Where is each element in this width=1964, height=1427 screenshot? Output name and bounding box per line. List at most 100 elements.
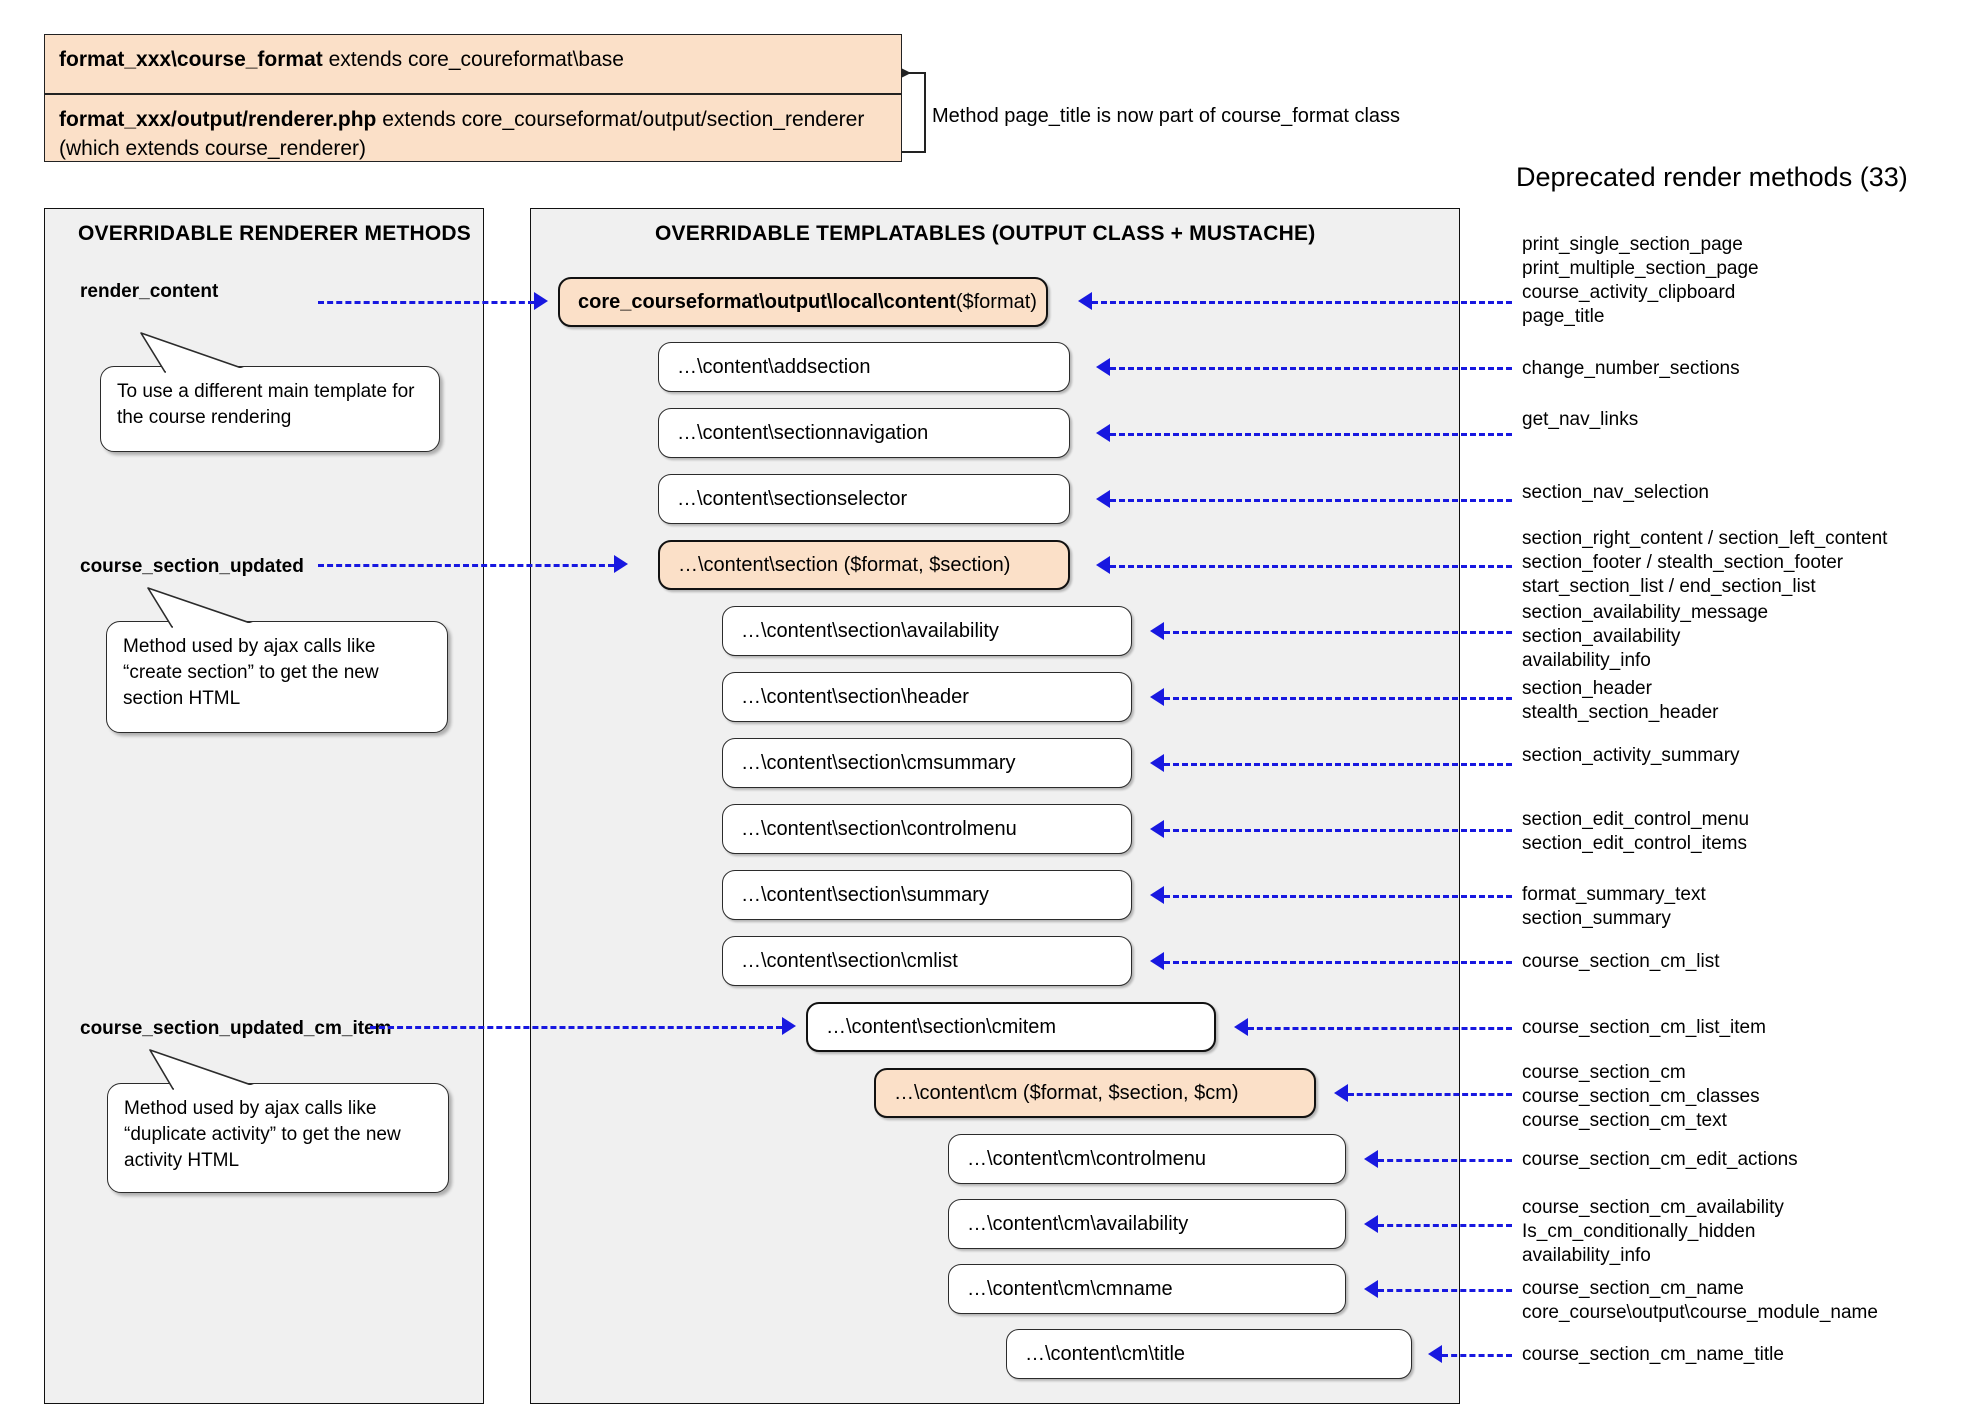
class-extends-box: format_xxx\course_format extends core_co…	[44, 34, 902, 94]
method-course-section-updated: course_section_updated	[80, 556, 304, 577]
dep-line: section_summary	[1522, 908, 1671, 929]
tbox-sectionselector-label: …\content\sectionselector	[677, 487, 908, 510]
renderer-box-bold: format_xxx/output/renderer.php	[59, 108, 377, 131]
dep-arrow-g2	[1096, 358, 1110, 376]
dep-group-g1: print_single_section_page print_multiple…	[1522, 233, 1759, 329]
tbox-section-cmlist-label: …\content\section\cmlist	[741, 949, 958, 972]
tbox-section-cmlist[interactable]: …\content\section\cmlist	[722, 936, 1132, 986]
tbox-cm-availability[interactable]: …\content\cm\availability	[948, 1199, 1346, 1249]
dep-line-g12	[1248, 1027, 1512, 1030]
dep-line: course_section_cm_availability	[1522, 1197, 1784, 1218]
dep-line-g1	[1092, 301, 1512, 304]
renderer-methods-panel-title: OVERRIDABLE RENDERER METHODS	[78, 222, 471, 245]
dep-arrow-g12	[1234, 1018, 1248, 1036]
dep-group-g15: course_section_cm_availability Is_cm_con…	[1522, 1196, 1784, 1268]
dep-line-g14	[1378, 1159, 1512, 1162]
dep-arrow-g11	[1150, 952, 1164, 970]
dep-group-g2: change_number_sections	[1522, 357, 1740, 381]
dep-line-g2	[1110, 367, 1512, 370]
tbox-cm-cmname[interactable]: …\content\cm\cmname	[948, 1264, 1346, 1314]
connector-render-content	[318, 301, 534, 304]
dep-line: section_activity_summary	[1522, 745, 1740, 766]
dep-line: course_section_cm_list	[1522, 951, 1720, 972]
dep-arrow-g4	[1096, 490, 1110, 508]
tbox-content-rest: ($format)	[955, 290, 1037, 313]
connector-cm-item-arrow	[782, 1017, 796, 1035]
tbox-cm-title-label: …\content\cm\title	[1025, 1342, 1186, 1365]
dep-group-g10: format_summary_text section_summary	[1522, 883, 1706, 931]
dep-line: section_footer / stealth_section_footer	[1522, 552, 1844, 573]
class-box-bold: format_xxx\course_format	[59, 48, 323, 71]
callout-course-section-updated-text: Method used by ajax calls like “create s…	[123, 636, 379, 709]
dep-line-g13	[1348, 1093, 1512, 1096]
tbox-cm[interactable]: …\content\cm ($format, $section, $cm)	[874, 1068, 1316, 1118]
tbox-section-controlmenu[interactable]: …\content\section\controlmenu	[722, 804, 1132, 854]
dep-line: section_edit_control_menu	[1522, 809, 1750, 830]
callout-render-content: To use a different main template for the…	[100, 366, 440, 452]
method-course-section-updated-cm-item: course_section_updated_cm_item	[80, 1018, 392, 1039]
tbox-section-header[interactable]: …\content\section\header	[722, 672, 1132, 722]
tbox-section-label: …\content\section ($format, $section)	[678, 553, 1011, 576]
connector-render-content-arrow	[534, 292, 548, 310]
tbox-section-availability[interactable]: …\content\section\availability	[722, 606, 1132, 656]
dep-group-g12: course_section_cm_list_item	[1522, 1016, 1766, 1040]
dep-arrow-g13	[1334, 1084, 1348, 1102]
tbox-section-cmsummary[interactable]: …\content\section\cmsummary	[722, 738, 1132, 788]
dep-line: course_section_cm	[1522, 1062, 1686, 1083]
dep-line: section_edit_control_items	[1522, 833, 1747, 854]
callout-course-section-updated-cm-item: Method used by ajax calls like “duplicat…	[107, 1083, 449, 1193]
dep-line: core_course\output\course_module_name	[1522, 1302, 1878, 1323]
dep-line: change_number_sections	[1522, 358, 1740, 379]
page-title-note: Method page_title is now part of course_…	[932, 105, 1401, 127]
tbox-sectionselector[interactable]: …\content\sectionselector	[658, 474, 1070, 524]
dep-group-g16: course_section_cm_name core_course\outpu…	[1522, 1277, 1878, 1325]
dep-group-g7: section_header stealth_section_header	[1522, 677, 1718, 725]
dep-line: start_section_list / end_section_list	[1522, 576, 1816, 597]
tbox-sectionnavigation[interactable]: …\content\sectionnavigation	[658, 408, 1070, 458]
dep-group-g11: course_section_cm_list	[1522, 950, 1719, 974]
templatables-panel-title: OVERRIDABLE TEMPLATABLES (OUTPUT CLASS +…	[655, 222, 1316, 245]
dep-arrow-g5	[1096, 556, 1110, 574]
renderer-box-rest: extends core_courseformat/output/section…	[59, 108, 865, 160]
dep-line-g9	[1164, 829, 1512, 832]
tbox-cm-controlmenu[interactable]: …\content\cm\controlmenu	[948, 1134, 1346, 1184]
tbox-section-cmitem[interactable]: …\content\section\cmitem	[806, 1002, 1216, 1052]
dep-line: course_section_cm_list_item	[1522, 1017, 1766, 1038]
tbox-section-summary[interactable]: …\content\section\summary	[722, 870, 1132, 920]
dep-line: print_single_section_page	[1522, 234, 1743, 255]
deprecated-methods-title: Deprecated render methods (33)	[1516, 162, 1908, 192]
dep-line: availability_info	[1522, 1245, 1651, 1266]
dep-arrow-g17	[1428, 1345, 1442, 1363]
connector-course-section-updated-arrow	[614, 555, 628, 573]
dep-line-g8	[1164, 763, 1512, 766]
tbox-content[interactable]: core_courseformat\output\local\content (…	[558, 277, 1048, 327]
dep-line-g16	[1378, 1289, 1512, 1292]
dep-line-g17	[1442, 1354, 1512, 1357]
tbox-section-cmsummary-label: …\content\section\cmsummary	[741, 751, 1016, 774]
tbox-addsection[interactable]: …\content\addsection	[658, 342, 1070, 392]
tbox-sectionnavigation-label: …\content\sectionnavigation	[677, 421, 929, 444]
dep-line: course_section_cm_classes	[1522, 1086, 1760, 1107]
class-box-rest: extends core_coureformat\base	[322, 48, 624, 71]
dep-arrow-g3	[1096, 424, 1110, 442]
dep-line-g4	[1110, 499, 1512, 502]
dep-line: section_availability	[1522, 626, 1681, 647]
dep-arrow-g7	[1150, 688, 1164, 706]
dep-group-g6: section_availability_message section_ava…	[1522, 601, 1768, 673]
tbox-section[interactable]: …\content\section ($format, $section)	[658, 540, 1070, 590]
dep-group-g3: get_nav_links	[1522, 408, 1638, 432]
dep-line: course_activity_clipboard	[1522, 282, 1736, 303]
tbox-cm-title[interactable]: …\content\cm\title	[1006, 1329, 1412, 1379]
dep-line-g7	[1164, 697, 1512, 700]
dep-line: stealth_section_header	[1522, 702, 1719, 723]
connector-course-section-updated	[318, 564, 614, 567]
dep-arrow-g8	[1150, 754, 1164, 772]
tbox-cm-availability-label: …\content\cm\availability	[967, 1212, 1189, 1235]
dep-line: section_nav_selection	[1522, 482, 1709, 503]
renderer-extends-box: format_xxx/output/renderer.php extends c…	[44, 94, 902, 162]
dep-line: section_right_content / section_left_con…	[1522, 528, 1888, 549]
connector-cm-item	[370, 1026, 782, 1029]
dep-arrow-g10	[1150, 886, 1164, 904]
dep-arrow-g16	[1364, 1280, 1378, 1298]
